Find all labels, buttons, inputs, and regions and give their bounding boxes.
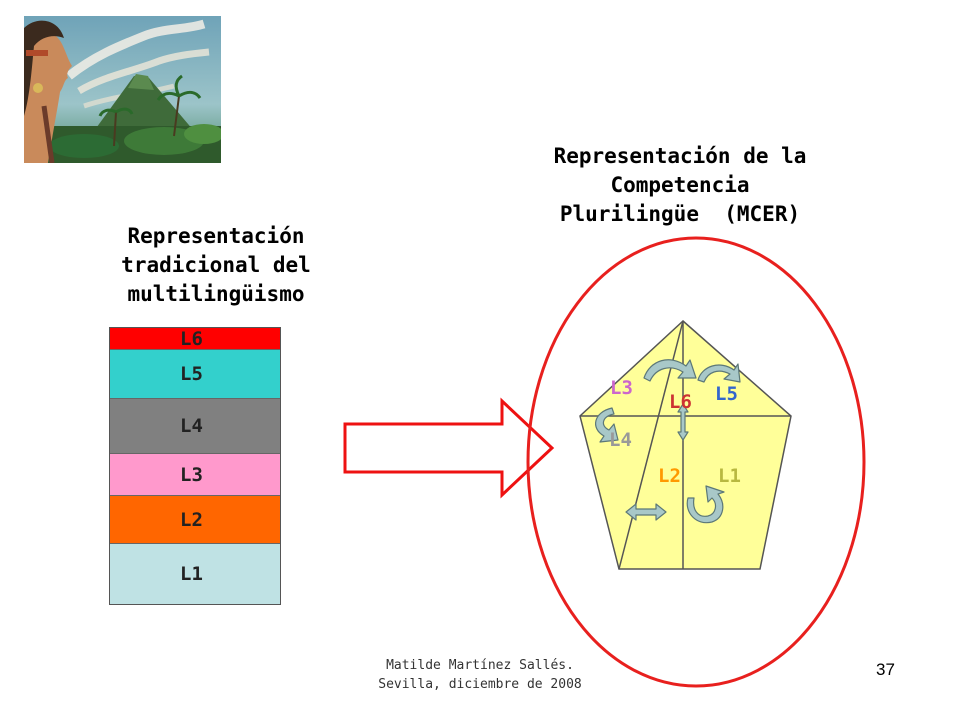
competence-ellipse xyxy=(526,236,866,688)
pentagon-label-l5: L5 xyxy=(715,383,738,405)
heading-right-line-1: Representación de la xyxy=(553,144,807,168)
heading-traditional-multilingualism: Representación tradicional del multiling… xyxy=(60,222,372,309)
interaction-arrows xyxy=(595,359,741,524)
footer-author: Matilde Martínez Sallés. xyxy=(386,658,574,673)
language-stack: L6 L5 L4 L3 L2 L1 xyxy=(109,327,281,605)
footer-credit: Matilde Martínez Sallés. Sevilla, diciem… xyxy=(330,656,630,694)
heading-right-line-2: Competencia xyxy=(610,173,750,197)
stack-layer-label: L1 xyxy=(180,563,203,585)
pentagon-label-l3: L3 xyxy=(610,377,633,399)
painting-image xyxy=(24,16,221,163)
stack-layer-label: L5 xyxy=(180,363,203,385)
curved-arrow-icon xyxy=(697,363,741,383)
stack-layer-label: L6 xyxy=(180,327,203,350)
stack-layer-label: L4 xyxy=(180,415,203,437)
pentagon-label-l4: L4 xyxy=(609,429,632,451)
pentagon-label-l1: L1 xyxy=(718,465,741,487)
pentagon-label-l2: L2 xyxy=(658,465,681,487)
heading-left-line-3: multilingüismo xyxy=(127,282,305,306)
stack-layer-label: L2 xyxy=(180,508,203,531)
curved-arrow-icon xyxy=(595,407,619,443)
double-arrow-icon xyxy=(625,503,667,521)
heading-right-line-3: Plurilingüe (MCER) xyxy=(559,202,801,226)
stack-layer-l6: L6 xyxy=(110,328,280,350)
curved-arrow-icon xyxy=(686,485,725,524)
stack-layer-l2: L2 xyxy=(110,496,280,544)
stack-layer-l1: L1 xyxy=(110,544,280,604)
footer-place-date: Sevilla, diciembre de 2008 xyxy=(378,677,582,692)
page-number: 37 xyxy=(876,660,895,679)
heading-plurilingual-competence: Representación de la Competencia Plurili… xyxy=(500,142,860,229)
cover-painting xyxy=(24,16,221,163)
stack-layer-label: L3 xyxy=(180,463,203,486)
stack-layer-l3: L3 xyxy=(110,454,280,496)
stack-layer-l4: L4 xyxy=(110,399,280,454)
double-arrow-icon xyxy=(677,403,689,441)
pentagon-label-l6: L6 xyxy=(669,391,692,413)
stack-layer-l5: L5 xyxy=(110,350,280,399)
heading-left-line-1: Representación xyxy=(127,224,305,248)
plurilingual-diagram: L3 L6 L5 L4 L2 L1 xyxy=(526,236,866,688)
curved-arrow-icon xyxy=(643,359,697,382)
heading-left-line-2: tradicional del xyxy=(121,253,311,277)
